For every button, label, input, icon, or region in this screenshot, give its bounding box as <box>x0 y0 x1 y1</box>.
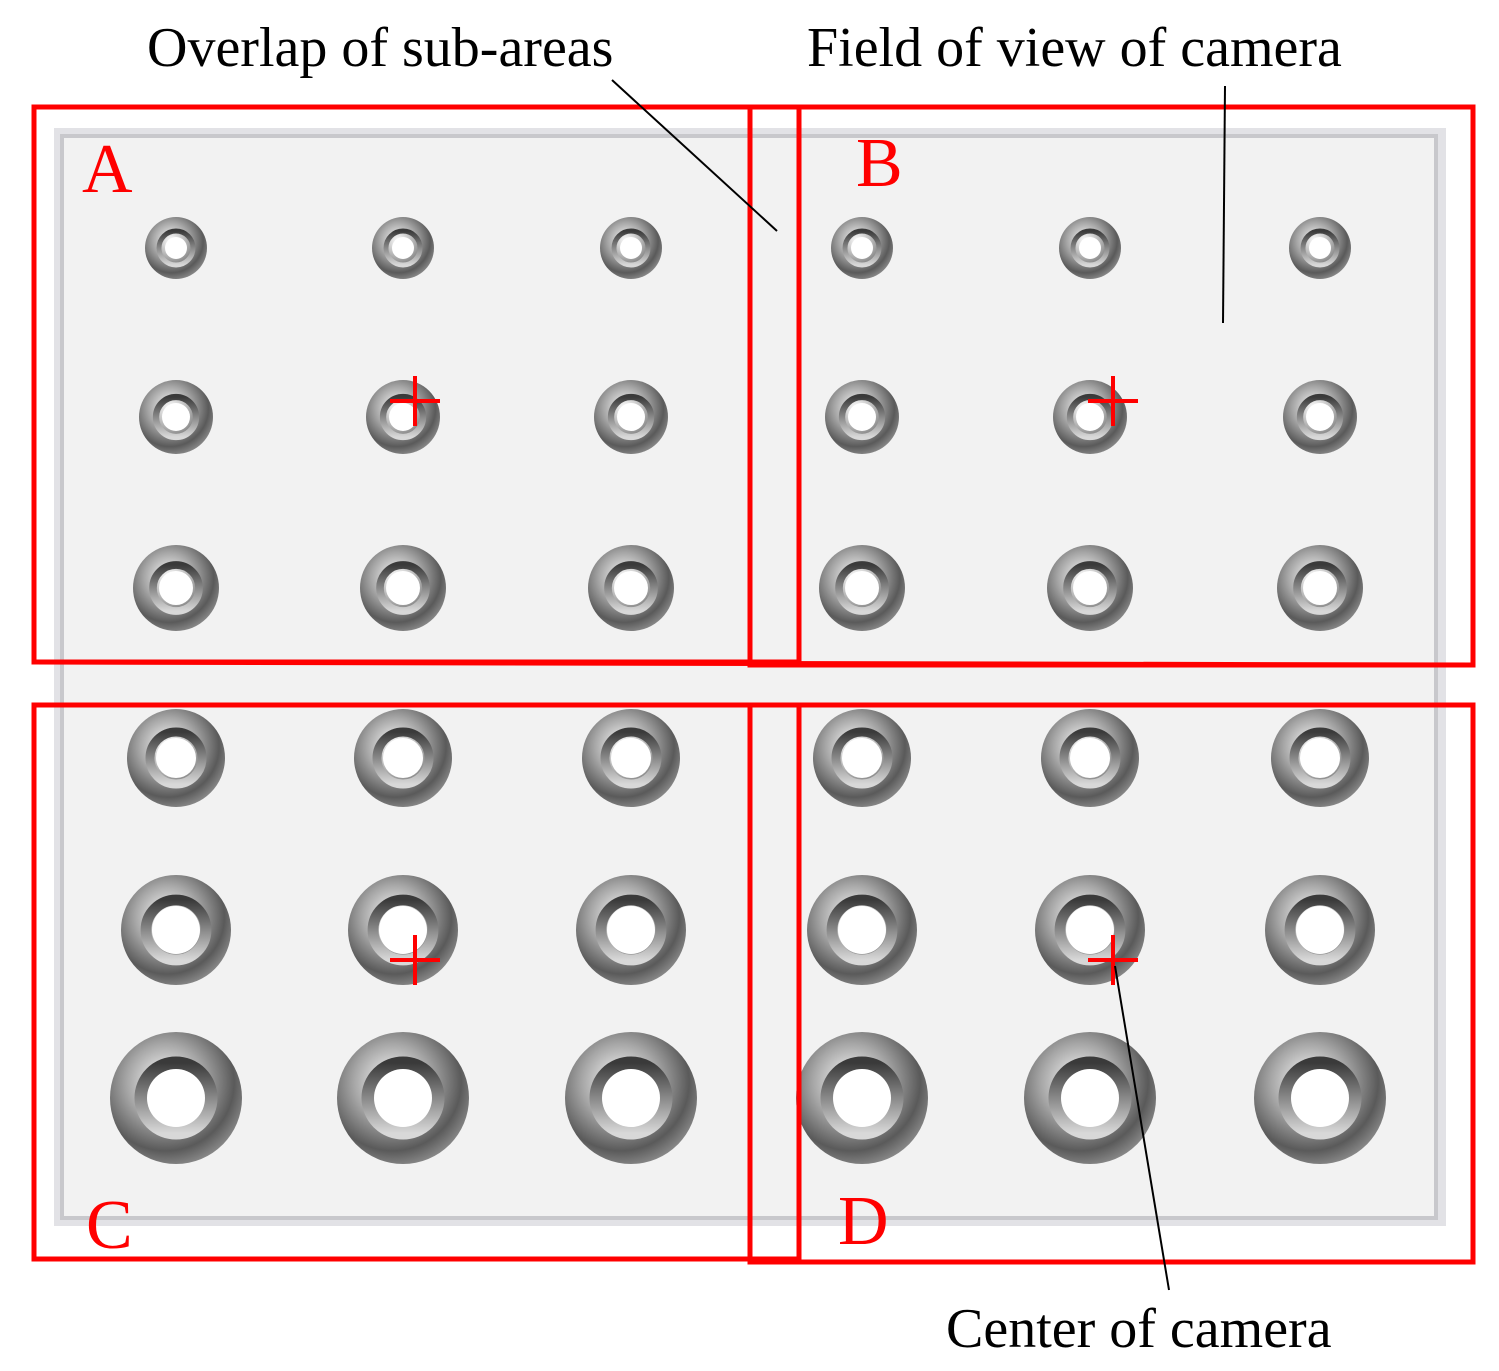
plate-hole <box>831 217 893 279</box>
plate-hole <box>1041 709 1139 807</box>
plate-hole <box>819 545 905 631</box>
center-cross-a <box>390 376 440 426</box>
plate-hole <box>1254 1032 1386 1164</box>
plate-hole <box>576 875 686 985</box>
plate-hole <box>121 875 231 985</box>
plate-hole <box>807 875 917 985</box>
plate-hole <box>360 545 446 631</box>
center-leader-line <box>1114 965 1170 1291</box>
region-boxes <box>31 104 1476 1265</box>
plate-hole <box>825 380 899 454</box>
plate-hole <box>110 1032 242 1164</box>
camera-centers <box>390 376 1138 985</box>
plate-hole <box>1271 709 1369 807</box>
plate-hole <box>565 1032 697 1164</box>
plate-hole <box>133 545 219 631</box>
plate-hole <box>348 875 458 985</box>
overlap-top-divider <box>33 659 1474 668</box>
center-cross-b <box>1088 376 1138 426</box>
plate-hole <box>594 380 668 454</box>
plate-hole <box>1035 875 1145 985</box>
overlap-leader-line <box>611 79 778 232</box>
field-of-view-leader-line <box>1222 85 1226 324</box>
plate-holes <box>110 217 1386 1164</box>
region-label-a: A <box>82 131 133 208</box>
center-cross-d <box>1088 935 1138 985</box>
plate-hole <box>813 709 911 807</box>
plate-hole <box>1265 875 1375 985</box>
region-label-c: C <box>86 1187 133 1264</box>
plate-hole <box>337 1032 469 1164</box>
field-of-view-label: Field of view of camera <box>807 17 1342 79</box>
plate-hole <box>1277 545 1363 631</box>
plate-hole <box>145 217 207 279</box>
plate-hole <box>796 1032 928 1164</box>
plate-hole <box>1024 1032 1156 1164</box>
plate-hole <box>372 217 434 279</box>
plate-hole <box>582 709 680 807</box>
plate-hole <box>354 709 452 807</box>
plate-hole <box>1053 380 1127 454</box>
plate-hole <box>588 545 674 631</box>
center-cross-c <box>390 935 440 985</box>
plate-hole <box>127 709 225 807</box>
plate-hole <box>1059 217 1121 279</box>
plate-hole <box>1289 217 1351 279</box>
region-label-d: D <box>838 1183 889 1260</box>
plate-hole <box>1047 545 1133 631</box>
plate-hole <box>1283 380 1357 454</box>
overlap-label: Overlap of sub-areas <box>147 17 613 79</box>
plate-hole <box>600 217 662 279</box>
plate-hole <box>139 380 213 454</box>
plate-hole <box>366 380 440 454</box>
center-label: Center of camera <box>946 1298 1332 1360</box>
region-label-b: B <box>856 125 903 202</box>
